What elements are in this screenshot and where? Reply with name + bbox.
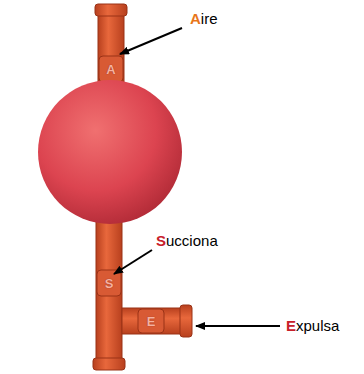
callout-label: Succiona xyxy=(156,232,218,249)
valve-letter: S xyxy=(105,276,114,291)
valve-letter: A xyxy=(106,62,115,77)
callout-label: Expulsa xyxy=(286,317,339,334)
valve-letter: E xyxy=(147,314,156,329)
callout-label: Aire xyxy=(190,10,218,27)
